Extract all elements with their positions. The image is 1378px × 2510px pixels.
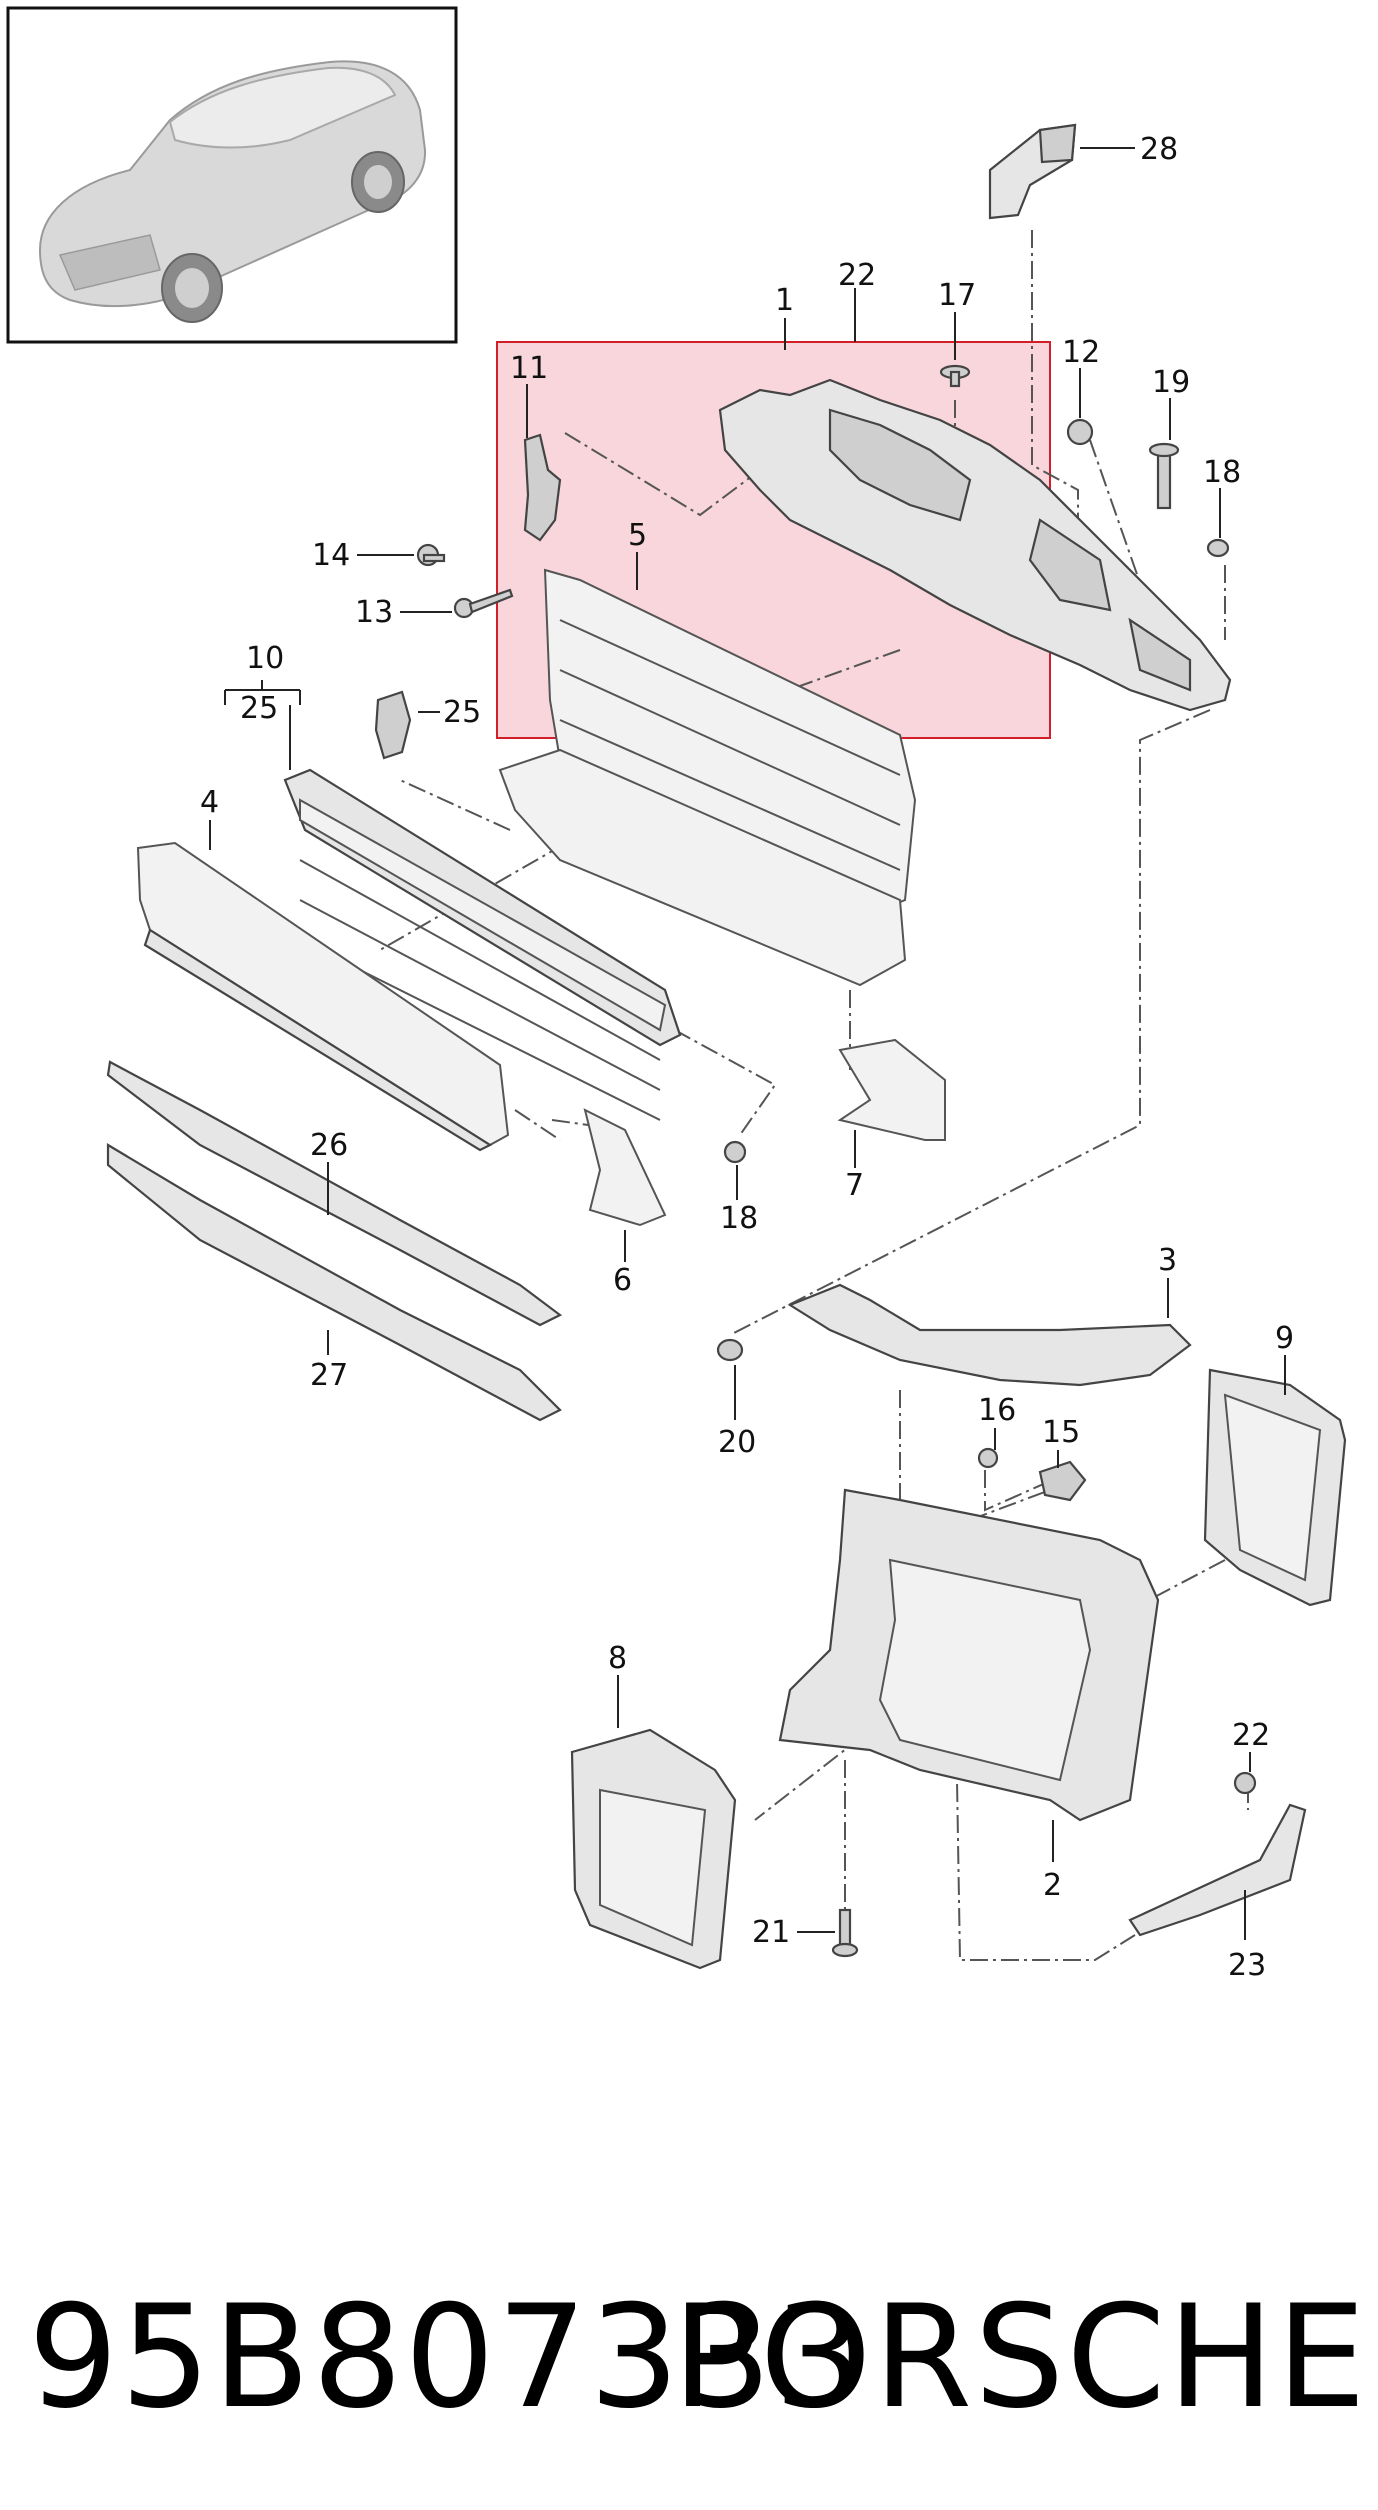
- callout-3: 3: [1158, 1243, 1177, 1278]
- fastener-15-icon: [1038, 1460, 1087, 1502]
- callout-labels: 28 1 22 17 12 19 18 11 5 14 13 10 25 25 …: [200, 132, 1294, 1983]
- part-23-bracket: [1128, 1803, 1307, 1937]
- fastener-18-top-icon: [1206, 538, 1230, 558]
- lower-cover-plate: [498, 748, 907, 987]
- fastener-17-icon: [939, 364, 971, 388]
- callout-1: 1: [775, 283, 794, 318]
- fasteners: [416, 364, 1257, 1958]
- fastener-22-lower-icon: [1233, 1771, 1257, 1795]
- callout-21: 21: [752, 1915, 790, 1950]
- callout-28: 28: [1140, 132, 1178, 167]
- footer: 95B807333 PORSCHE: [0, 2258, 1378, 2458]
- callout-11: 11: [510, 351, 548, 386]
- fastener-13-icon: [453, 588, 514, 619]
- car-icon: [38, 60, 427, 323]
- callout-15: 15: [1042, 1415, 1080, 1450]
- callout-16: 16: [978, 1393, 1016, 1428]
- callout-19: 20: [718, 1425, 756, 1460]
- callout-25-group: 25: [240, 691, 278, 726]
- fastener-19-icon: [716, 1338, 744, 1362]
- callout-12: 12: [1062, 335, 1100, 370]
- callout-10: 10: [246, 641, 284, 676]
- callout-22-lower: 22: [1232, 1718, 1270, 1753]
- callout-27: 27: [310, 1358, 348, 1393]
- part-1-lock-carrier: [718, 378, 1232, 712]
- fastener-14-icon: [416, 543, 446, 567]
- fastener-12-icon: [1066, 418, 1094, 446]
- callout-4: 4: [200, 785, 219, 820]
- callout-8: 8: [608, 1641, 627, 1676]
- callout-25: 25: [443, 695, 481, 730]
- part-8-shroud: [570, 1728, 737, 1970]
- callout-9: 9: [1275, 1321, 1294, 1356]
- callout-6: 6: [613, 1263, 632, 1298]
- fastener-16-icon: [977, 1447, 999, 1469]
- part-28: [988, 123, 1077, 220]
- part-5-air-guide: [543, 568, 917, 912]
- part-6-deflector: [583, 1108, 667, 1227]
- callout-22-top: 22: [838, 258, 876, 293]
- part-2-front-carrier: [778, 1488, 1160, 1822]
- part-4-air-duct: [136, 841, 510, 1152]
- callout-2: 2: [1043, 1868, 1062, 1903]
- part-9-shroud: [1203, 1368, 1347, 1607]
- callout-13: 13: [355, 595, 393, 630]
- part-7-deflector: [837, 1038, 946, 1141]
- callout-7: 7: [845, 1168, 864, 1203]
- vehicle-thumbnail: [6, 6, 458, 344]
- callout-18-top: 18: [1203, 455, 1241, 490]
- callout-17: 17: [938, 278, 976, 313]
- brand-name: PORSCHE: [672, 2275, 1368, 2440]
- callout-5: 5: [628, 518, 647, 553]
- fastener-20-icon: [1148, 442, 1180, 510]
- leader-lines: [209, 147, 1286, 1940]
- fastener-21-icon: [831, 1908, 859, 1958]
- callout-26: 26: [310, 1128, 348, 1163]
- part-10-shutter-grille: [283, 768, 682, 1121]
- part-26-grille-strip: [106, 1060, 563, 1327]
- callout-18-mid: 18: [720, 1201, 758, 1236]
- callout-23: 23: [1228, 1948, 1266, 1983]
- part-25-clip: [374, 690, 412, 760]
- fastener-18-mid-icon: [723, 1140, 747, 1164]
- callout-20: 19: [1152, 365, 1190, 400]
- part-27-grille-strip: [106, 1143, 562, 1422]
- callout-14: 14: [312, 538, 350, 573]
- part-3-cross-member: [787, 1283, 1192, 1387]
- part-11-bracket: [523, 433, 562, 542]
- part-number: 95B807333: [28, 2275, 867, 2440]
